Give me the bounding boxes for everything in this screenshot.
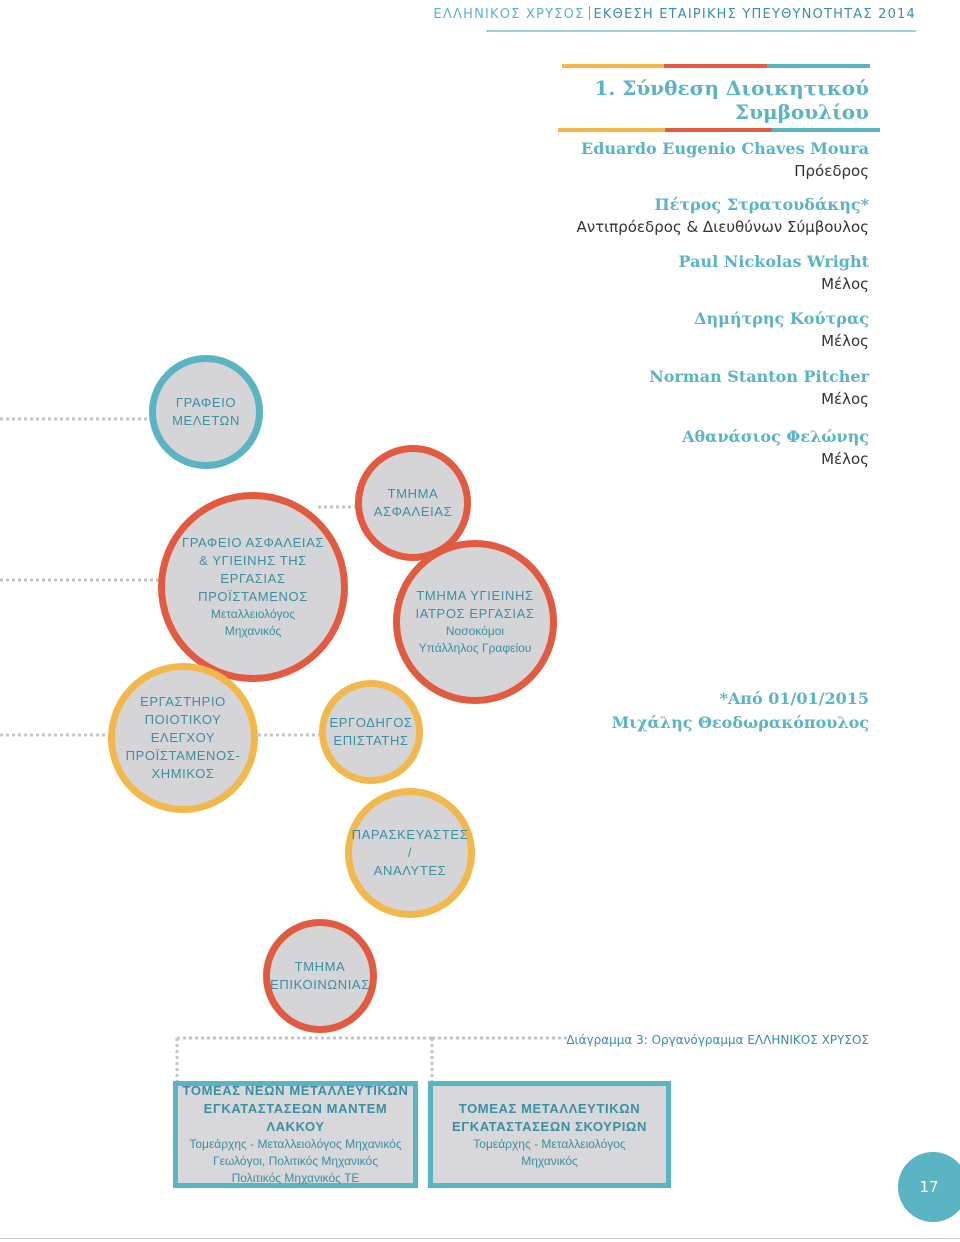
member-role: Μέλος bbox=[821, 450, 869, 468]
node-label: ΠΟΙΟΤΙΚΟΥ ΕΛΕΓΧΟΥ bbox=[144, 712, 222, 745]
box-sector-madem: ΤΟΜΕΑΣ ΝΕΩΝ ΜΕΤΑΛΛΕΥΤΙΚΩΝ ΕΓΚΑΤΑΣΤΑΣΕΩΝ … bbox=[173, 1081, 418, 1188]
header-separator bbox=[588, 6, 590, 20]
box-sector-skouries: ΤΟΜΕΑΣ ΜΕΤΑΛΛΕΥΤΙΚΩΝ ΕΓΚΑΤΑΣΤΑΣΕΩΝ ΣΚΟΥΡ… bbox=[428, 1081, 671, 1188]
node-label: ΓΡΑΦΕΙΟ bbox=[175, 395, 237, 410]
title-stripes-top bbox=[562, 64, 870, 68]
member-name: Eduardo Eugenio Chaves Moura bbox=[581, 139, 869, 158]
box-label: ΤΟΜΕΑΣ ΝΕΩΝ ΜΕΤΑΛΛΕΥΤΙΚΩΝ bbox=[182, 1083, 409, 1098]
node-label: ΠΡΟΪΣΤΑΜΕΝΟΣ- bbox=[125, 748, 241, 763]
member-role: Πρόεδρος bbox=[794, 162, 869, 180]
board-title: 1. Σύνθεση Διοικητικού Συμβουλίου bbox=[509, 76, 869, 124]
node-label: ΕΡΓΑΣΙΑΣ bbox=[220, 571, 286, 586]
node-quality-lab: ΕΡΓΑΣΤΗΡΙΟ ΠΟΙΟΤΙΚΟΥ ΕΛΕΓΧΟΥ ΠΡΟΪΣΤΑΜΕΝΟ… bbox=[108, 663, 258, 813]
node-communications: ΤΜΗΜΑ ΕΠΙΚΟΙΝΩΝΙΑΣ bbox=[263, 919, 377, 1033]
node-label: ΑΣΦΑΛΕΙΑΣ bbox=[373, 504, 453, 519]
node-label: ΤΜΗΜΑ ΥΓΙΕΙΝΗΣ bbox=[416, 588, 534, 603]
footnote-name: Μιχάλης Θεοδωρακόπουλος bbox=[611, 713, 869, 732]
node-safety-office: ΓΡΑΦΕΙΟ ΑΣΦΑΛΕΙΑΣ & ΥΓΙΕΙΝΗΣ ΤΗΣ ΕΡΓΑΣΙΑ… bbox=[158, 492, 348, 682]
node-sublabel: Υπάλληλος Γραφείου bbox=[418, 641, 532, 655]
node-label: ΠΑΡΑΣΚΕΥΑΣΤΕΣ / bbox=[351, 827, 469, 860]
header-title: ΕΚΘΕΣΗ ΕΤΑΙΡΙΚΗΣ ΥΠΕΥΘΥΝΟΤΗΤΑΣ 2014 bbox=[593, 7, 916, 22]
node-label: ΤΜΗΜΑ bbox=[387, 486, 439, 501]
box-sublabel: Πολιτικός Μηχανικός ΤΕ bbox=[231, 1171, 360, 1185]
bottom-rule bbox=[0, 1238, 960, 1239]
member-name: Norman Stanton Pitcher bbox=[649, 367, 869, 386]
node-sublabel: Μεταλλειολόγος bbox=[210, 607, 296, 621]
node-label: ΕΠΙΚΟΙΝΩΝΙΑΣ bbox=[270, 977, 370, 992]
box-label: ΕΓΚΑΤΑΣΤΑΣΕΩΝ ΣΚΟΥΡΙΩΝ bbox=[452, 1118, 647, 1134]
node-label: ΜΕΛΕΤΩΝ bbox=[172, 413, 240, 428]
member-name: Paul Nickolas Wright bbox=[678, 252, 869, 271]
node-label: ΓΡΑΦΕΙΟ ΑΣΦΑΛΕΙΑΣ bbox=[181, 535, 325, 550]
board-title-line2: Συμβουλίου bbox=[734, 100, 869, 124]
member-name: Πέτρος Στρατουδάκης* bbox=[654, 195, 869, 214]
member-role: Αντιπρόεδρος & Διευθύνων Σύμβουλος bbox=[576, 218, 869, 236]
page-header: ΕΛΛΗΝΙΚΟΣ ΧΡΥΣΟΣ ΕΚΘΕΣΗ ΕΤΑΙΡΙΚΗΣ ΥΠΕΥΘΥΝ… bbox=[434, 6, 916, 22]
header-underline bbox=[486, 30, 916, 32]
member-role: Μέλος bbox=[821, 275, 869, 293]
node-label: ΕΡΓΟΔΗΓΟΣ bbox=[329, 715, 413, 730]
member-role: Μέλος bbox=[821, 390, 869, 408]
node-label: & ΥΓΙΕΙΝΗΣ ΤΗΣ bbox=[199, 553, 307, 568]
node-label: ΠΡΟΪΣΤΑΜΕΝΟΣ bbox=[198, 589, 308, 604]
board-title-line1: 1. Σύνθεση Διοικητικού bbox=[594, 76, 869, 100]
node-safety-dept: ΤΜΗΜΑ ΑΣΦΑΛΕΙΑΣ bbox=[355, 445, 471, 561]
box-label: ΕΓΚΑΤΑΣΤΑΣΕΩΝ ΜΑΝΤΕΜ ΛΑΚΚΟΥ bbox=[203, 1101, 388, 1134]
node-label: ΤΜΗΜΑ bbox=[294, 959, 346, 974]
node-label: ΙΑΤΡΟΣ ΕΡΓΑΣΙΑΣ bbox=[415, 606, 535, 621]
box-label: ΤΟΜΕΑΣ ΜΕΤΑΛΛΕΥΤΙΚΩΝ bbox=[458, 1100, 641, 1116]
page-number: 17 bbox=[919, 1178, 939, 1196]
box-sublabel: Μηχανικός bbox=[521, 1153, 578, 1168]
node-label: ΧΗΜΙΚΟΣ bbox=[151, 766, 215, 781]
member-name: Δημήτρης Κούτρας bbox=[694, 309, 869, 328]
node-hygiene-dept: ΤΜΗΜΑ ΥΓΙΕΙΝΗΣ ΙΑΤΡΟΣ ΕΡΓΑΣΙΑΣ Νοσοκόμοι… bbox=[393, 540, 557, 704]
node-studies-office: ΓΡΑΦΕΙΟ ΜΕΛΕΤΩΝ bbox=[149, 355, 263, 469]
node-sublabel: Μηχανικός bbox=[224, 624, 282, 638]
header-brand: ΕΛΛΗΝΙΚΟΣ ΧΡΥΣΟΣ bbox=[433, 7, 585, 22]
diagram-caption: Διάγραμμα 3: Οργανόγραμμα ΕΛΛΗΝΙΚΟΣ ΧΡΥΣ… bbox=[566, 1033, 869, 1047]
box-sublabel: Τομεάρχης - Μεταλλειολόγος Μηχανικός bbox=[189, 1137, 402, 1151]
node-label: ΕΡΓΑΣΤΗΡΙΟ bbox=[140, 694, 226, 709]
node-sublabel: Νοσοκόμοι bbox=[445, 624, 505, 638]
member-role: Μέλος bbox=[821, 332, 869, 350]
member-name: Αθανάσιος Φελώνης bbox=[682, 427, 869, 446]
box-sublabel: Γεωλόγοι, Πολιτικός Μηχανικός bbox=[213, 1154, 378, 1168]
box-sublabel: Τομεάρχης - Μεταλλειολόγος bbox=[473, 1136, 626, 1151]
node-analysts: ΠΑΡΑΣΚΕΥΑΣΤΕΣ / ΑΝΑΛΥΤΕΣ bbox=[345, 788, 475, 918]
page-number-badge: 17 bbox=[898, 1152, 960, 1222]
node-label: ΕΠΙΣΤΑΤΗΣ bbox=[333, 733, 409, 748]
title-stripes-bottom bbox=[558, 128, 880, 132]
footnote-date: *Από 01/01/2015 bbox=[719, 689, 869, 708]
node-foreman: ΕΡΓΟΔΗΓΟΣ ΕΠΙΣΤΑΤΗΣ bbox=[319, 680, 423, 784]
node-label: ΑΝΑΛΥΤΕΣ bbox=[373, 863, 447, 878]
